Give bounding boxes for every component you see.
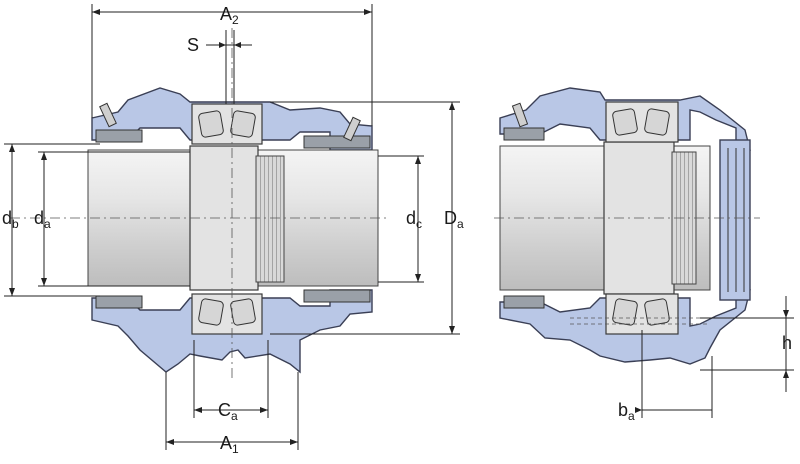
seal-right-view-top: [503, 127, 545, 141]
grease-nipple-right-view: [511, 102, 529, 128]
seal-left-bottom: [95, 295, 143, 309]
grease-nipple-left: [99, 102, 117, 128]
label-da: da: [34, 208, 51, 231]
left-view: [10, 28, 390, 380]
label-Ca: Ca: [218, 400, 238, 423]
label-h: h: [782, 333, 792, 353]
bearing-lower-right: [605, 293, 679, 335]
bearing-lower-left: [191, 293, 263, 335]
grease-nipple-right: [343, 116, 361, 142]
label-ba: ba: [618, 400, 635, 423]
seal-right-view-bottom: [503, 295, 545, 309]
seal-right-top: [303, 135, 371, 149]
label-A1: A1: [220, 433, 239, 456]
bearing-upper-right: [605, 101, 679, 143]
thread-left: [255, 155, 285, 283]
label-Da: Da: [444, 208, 464, 231]
dimension-labels: A2 S db da dc Da Ca A1 ba h: [2, 4, 792, 456]
label-db: db: [2, 208, 19, 231]
label-dc: dc: [406, 208, 422, 231]
dimension-lines: [4, 4, 794, 450]
seal-left-top: [95, 129, 143, 143]
right-view: [494, 87, 760, 365]
end-cover-right: [719, 139, 751, 301]
label-A2: A2: [220, 4, 239, 27]
label-S: S: [187, 35, 199, 55]
seal-right-bottom: [303, 289, 371, 303]
bearing-upper-left: [191, 103, 263, 145]
